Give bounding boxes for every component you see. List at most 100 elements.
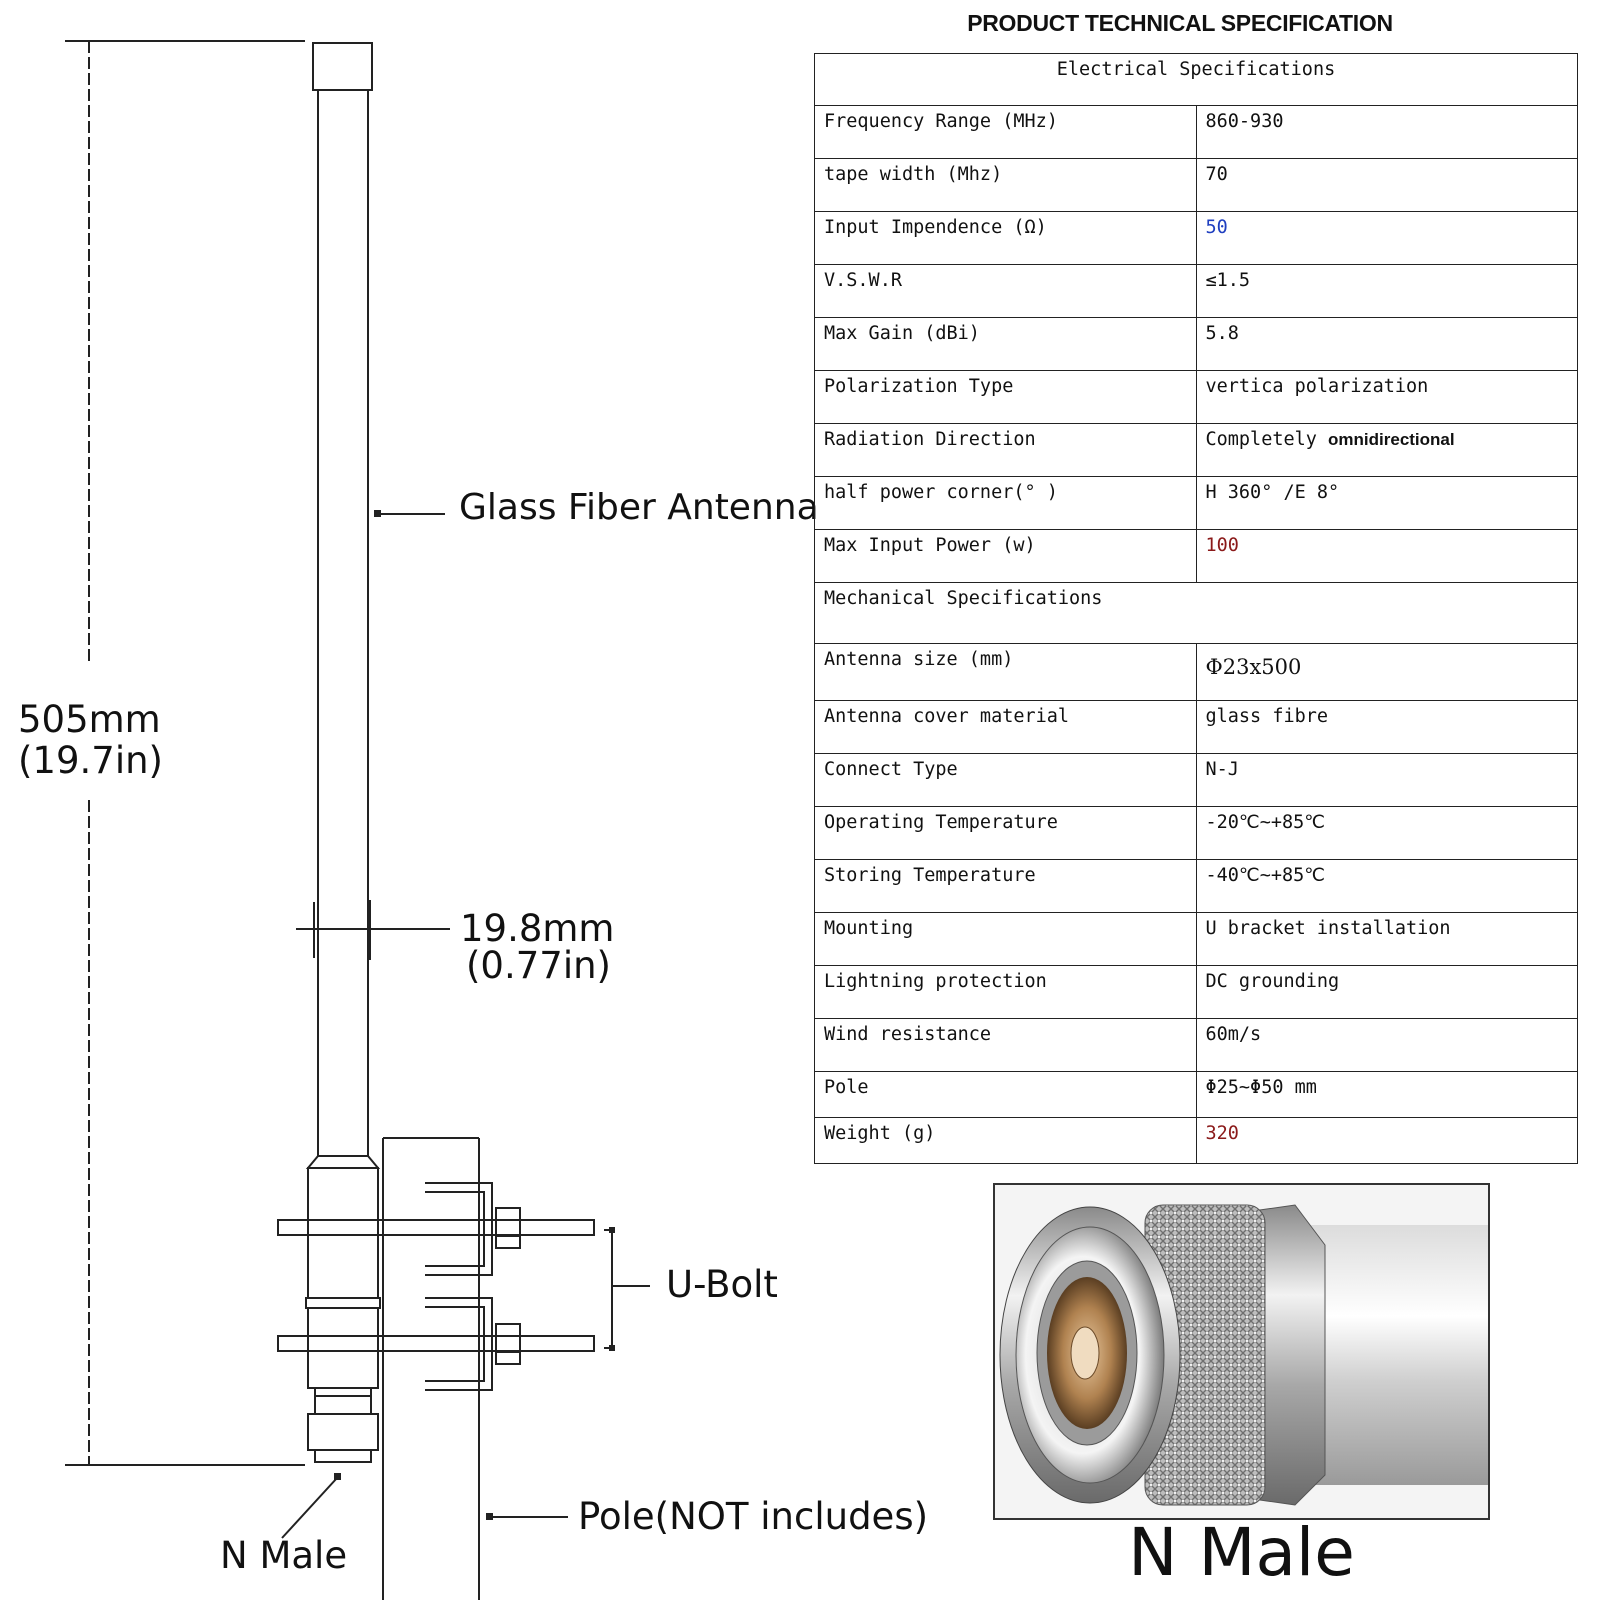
lower-u-bolt-bracket-inner [425,1306,485,1382]
height-label: 505mm (19.7in) [18,698,163,782]
pole-leader-dot [486,1513,493,1520]
upper-clamp-bar [277,1219,595,1236]
diameter-label-mm: 19.8mm [460,907,615,950]
base-ring-2 [314,1387,372,1397]
lower-clamp-bar [277,1335,595,1352]
table-row: Max Gain (dBi)5.8 [814,317,1578,371]
electrical-header: Electrical Specifications [814,53,1578,106]
spec-value: 320 [1195,1117,1578,1164]
n-male-connector-photo [993,1183,1490,1520]
spec-value: ≤1.5 [1195,264,1578,318]
table-row: tape width (Mhz)70 [814,158,1578,212]
spec-value: N-J [1195,753,1578,807]
spec-key: Wind resistance [814,1018,1197,1072]
electrical-header-row: Electrical Specifications [814,53,1578,106]
table-row: Antenna size (mm)Φ23x500 [814,643,1578,701]
table-row: Max Input Power (w)100 [814,529,1578,583]
glass-fiber-label: Glass Fiber Antenna [459,487,819,528]
spec-key: Weight (g) [814,1117,1197,1164]
connector-illustration [995,1185,1488,1518]
spec-value: 100 [1195,529,1578,583]
spec-value: -40℃~+85℃ [1195,859,1578,913]
spec-key: Antenna size (mm) [814,643,1197,701]
mechanical-header: Mechanical Specifications [814,582,1578,644]
spec-value: 50 [1195,211,1578,265]
spec-table-body: Electrical Specifications Frequency Rang… [814,53,1578,1164]
spec-table: Electrical Specifications Frequency Rang… [814,53,1578,1164]
n-male-leader [281,1477,338,1539]
spec-key: Max Gain (dBi) [814,317,1197,371]
spec-title: PRODUCT TECHNICAL SPECIFICATION [967,10,1393,36]
height-label-mm: 505mm [18,698,161,741]
spec-key: V.S.W.R [814,264,1197,318]
spec-key: Polarization Type [814,370,1197,424]
ubolt-dot-top [609,1227,615,1233]
upper-nut [495,1207,521,1249]
spec-key: tape width (Mhz) [814,158,1197,212]
spec-key: Frequency Range (MHz) [814,105,1197,159]
spec-key: Antenna cover material [814,700,1197,754]
spec-key: half power corner(° ) [814,476,1197,530]
diameter-label-in: (0.77in) [466,944,611,987]
ubolt-label: U-Bolt [666,1263,778,1306]
table-row: Frequency Range (MHz)860-930 [814,105,1578,159]
table-row: Weight (g)320 [814,1117,1578,1164]
connector-nut [307,1413,379,1451]
spec-value-extra: omnidirectional [1328,430,1455,449]
lower-u-bolt-bracket [425,1297,493,1391]
spec-value: glass fibre [1195,700,1578,754]
table-row: Input Impendence (Ω)50 [814,211,1578,265]
spec-key: Mounting [814,912,1197,966]
spec-value-main: Completely [1205,429,1317,450]
spec-key: Operating Temperature [814,806,1197,860]
table-row: Storing Temperature-40℃~+85℃ [814,859,1578,913]
spec-value: vertica polarization [1195,370,1578,424]
connector-neck [314,1395,372,1415]
spec-value: Φ25~Φ50 mm [1195,1071,1578,1118]
ubolt-dot-bottom [609,1345,615,1351]
photo-caption: N Male [1128,1514,1355,1591]
table-row: half power corner(° )H 360° /E 8° [814,476,1578,530]
spec-value: 60m/s [1195,1018,1578,1072]
spec-key: Connect Type [814,753,1197,807]
upper-u-bolt-bracket-inner [425,1191,485,1267]
spec-key: Storing Temperature [814,859,1197,913]
n-male-label: N Male [220,1534,348,1577]
spec-value: DC grounding [1195,965,1578,1019]
spec-value: Φ23x500 [1195,643,1578,701]
antenna-top-cap [312,42,373,91]
spec-value: Completely omnidirectional [1195,423,1578,477]
pole-label: Pole(NOT includes) [578,1495,929,1538]
spec-key: Max Input Power (w) [814,529,1197,583]
spec-key: Input Impendence (Ω) [814,211,1197,265]
antenna-base-housing [307,1167,379,1299]
spec-value: U bracket installation [1195,912,1578,966]
glass-fiber-leader-dot [374,510,381,517]
lower-nut [495,1323,521,1365]
antenna-taper [305,1155,381,1169]
antenna-radome [317,89,369,1157]
spec-key: Radiation Direction [814,423,1197,477]
spec-value: 5.8 [1195,317,1578,371]
spec-value: 860-930 [1195,105,1578,159]
spec-value: 70 [1195,158,1578,212]
mechanical-header-row: Mechanical Specifications [814,582,1578,644]
spec-value: H 360° /E 8° [1195,476,1578,530]
diameter-label: 19.8mm (0.77in) [460,910,614,984]
table-row: Operating Temperature-20℃~+85℃ [814,806,1578,860]
connector-tip [314,1449,372,1463]
spec-key: Lightning protection [814,965,1197,1019]
n-male-leader-dot [334,1473,341,1480]
base-lower-body [307,1307,379,1389]
height-label-in: (19.7in) [18,738,163,782]
spec-value: -20℃~+85℃ [1195,806,1578,860]
table-row: V.S.W.R≤1.5 [814,264,1578,318]
